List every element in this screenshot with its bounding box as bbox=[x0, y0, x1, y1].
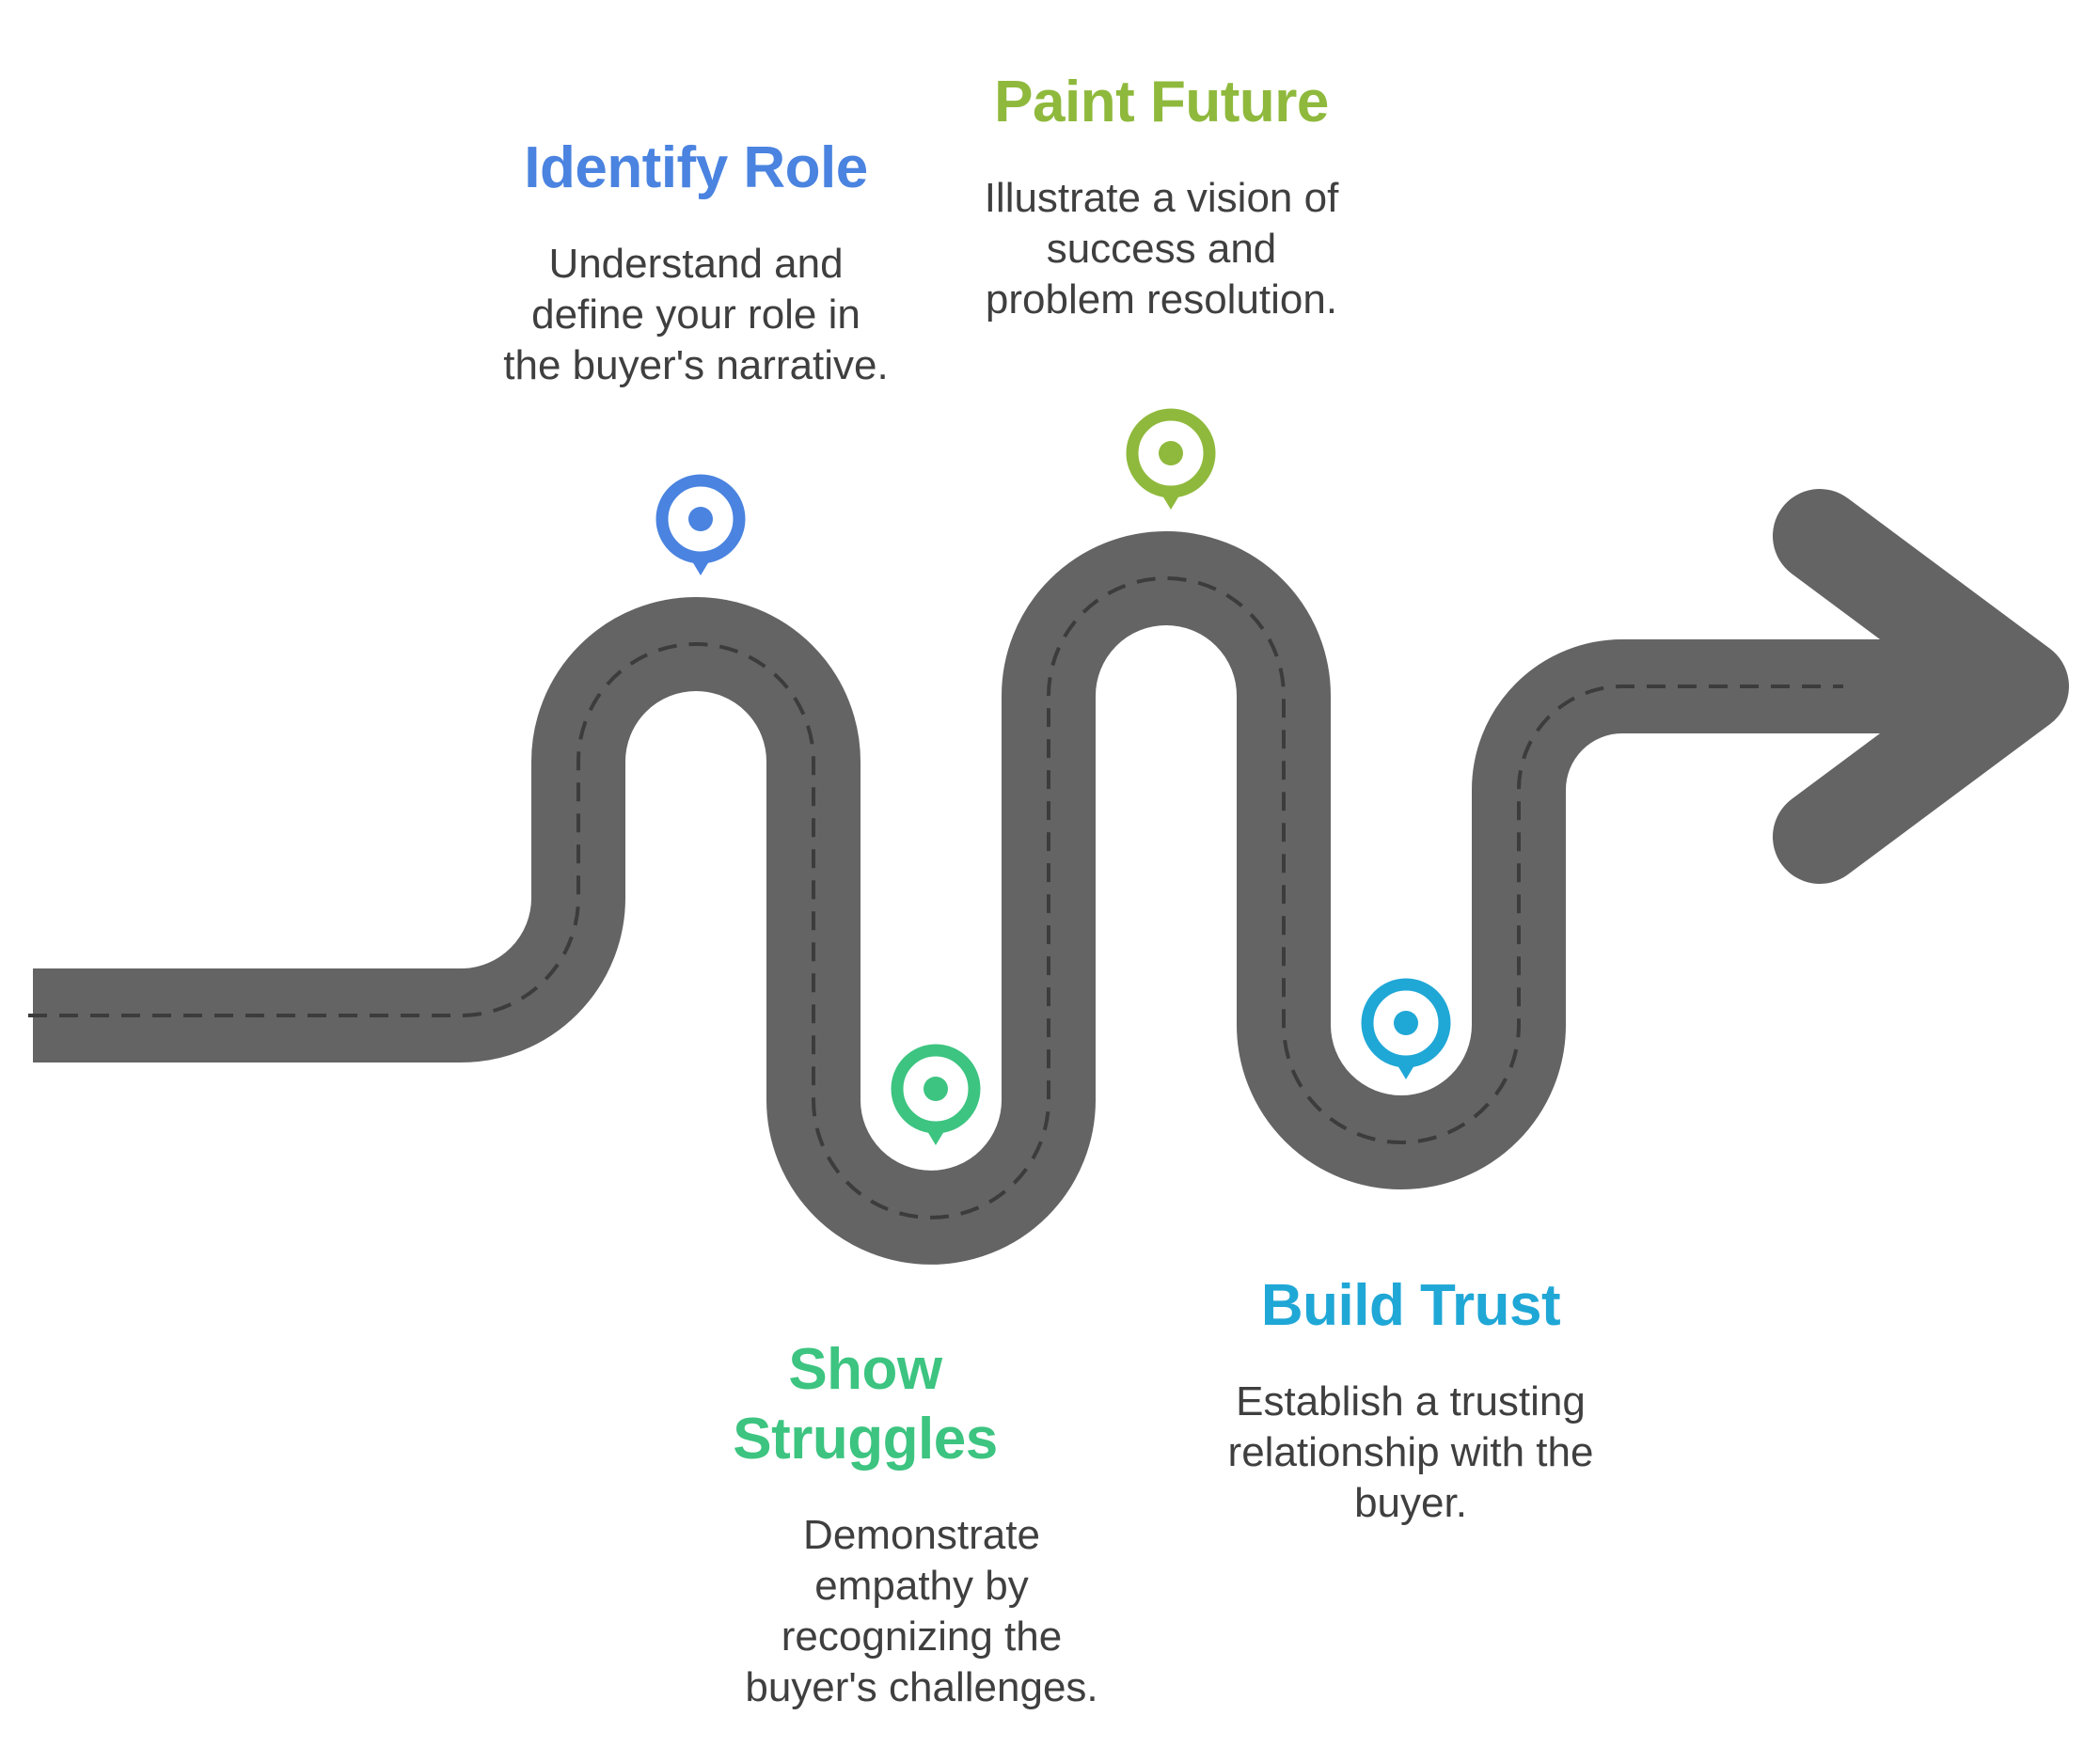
road-body bbox=[33, 531, 1984, 1265]
description-line: relationship with the bbox=[1227, 1429, 1594, 1475]
description-line: Understand and bbox=[548, 241, 844, 287]
description-line: recognizing the bbox=[781, 1613, 1063, 1660]
step-paint-future: Paint Future Illustrate a vision of succ… bbox=[950, 68, 1373, 325]
description-line: the buyer's narrative. bbox=[503, 342, 889, 388]
description-line: define your role in bbox=[531, 291, 861, 338]
pin-dot bbox=[1394, 1011, 1418, 1035]
road bbox=[28, 489, 2069, 1265]
step-show-struggles: Show Struggles Demonstrate empathy by re… bbox=[715, 1335, 1129, 1713]
step-title: Show Struggles bbox=[715, 1335, 1016, 1474]
step-title: Identify Role bbox=[524, 135, 868, 200]
map-pin-icon bbox=[655, 474, 746, 575]
step-identify-role: Identify Role Understand and define your… bbox=[489, 134, 903, 391]
road-arrow-head bbox=[1773, 489, 2069, 884]
description-line: buyer's challenges. bbox=[745, 1664, 1098, 1710]
map-pin-icon bbox=[1361, 978, 1451, 1079]
description-line: buyer. bbox=[1354, 1480, 1467, 1526]
title-line: Show bbox=[788, 1337, 942, 1402]
step-description: Establish a trusting relationship with t… bbox=[1194, 1377, 1627, 1529]
step-title: Paint Future bbox=[994, 70, 1329, 134]
step-description: Understand and define your role in the b… bbox=[489, 239, 903, 391]
step-build-trust: Build Trust Establish a trusting relatio… bbox=[1194, 1271, 1627, 1529]
step-title: Build Trust bbox=[1260, 1273, 1561, 1338]
pin-dot bbox=[924, 1077, 948, 1101]
description-line: success and bbox=[1046, 226, 1277, 272]
map-pin-icon bbox=[1126, 408, 1216, 510]
title-line: Struggles bbox=[733, 1407, 998, 1472]
road-center-line bbox=[28, 576, 1843, 1220]
pin-dot bbox=[1159, 441, 1183, 465]
description-line: Establish a trusting bbox=[1236, 1378, 1586, 1424]
description-line: Demonstrate bbox=[803, 1512, 1040, 1558]
step-description: Demonstrate empathy by recognizing the b… bbox=[715, 1510, 1129, 1713]
step-description: Illustrate a vision of success and probl… bbox=[950, 173, 1373, 325]
description-line: problem resolution. bbox=[985, 276, 1338, 323]
pin-dot bbox=[688, 507, 713, 531]
description-line: Illustrate a vision of bbox=[984, 175, 1339, 221]
description-line: empathy by bbox=[814, 1563, 1029, 1609]
map-pin-icon bbox=[891, 1044, 981, 1145]
